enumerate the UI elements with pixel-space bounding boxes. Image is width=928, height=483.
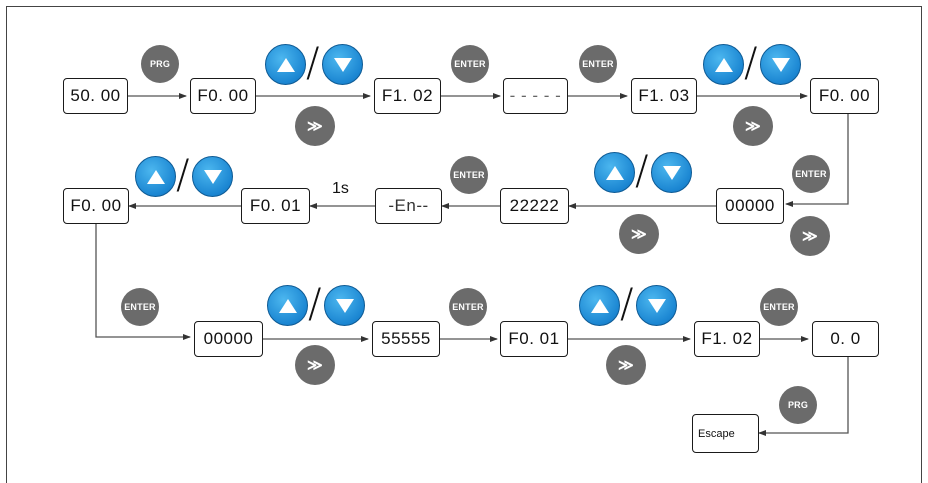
prg-button: PRG — [779, 386, 817, 424]
display-box: F0. 00 — [63, 188, 129, 224]
up-arrow-icon — [276, 57, 295, 72]
shift-button: ≫ — [295, 345, 335, 385]
shift-button: ≫ — [606, 345, 646, 385]
delay-label: 1s — [332, 180, 349, 197]
down-arrow-icon — [335, 298, 354, 313]
up-button — [703, 44, 744, 85]
display-box: F0. 01 — [241, 188, 310, 224]
up-button — [594, 152, 635, 193]
down-arrow-icon — [771, 57, 790, 72]
enter-button: ENTER — [121, 288, 159, 326]
display-box: 00000 — [194, 321, 263, 357]
display-box: F0. 00 — [810, 78, 879, 114]
slash-separator: / — [176, 152, 190, 198]
display-box: 50. 00 — [63, 78, 128, 114]
enter-button: ENTER — [450, 156, 488, 194]
slash-separator: / — [620, 281, 634, 327]
display-box: 22222 — [500, 188, 569, 224]
enter-button: ENTER — [449, 288, 487, 326]
down-button — [636, 285, 677, 326]
down-button — [192, 156, 233, 197]
display-box: 55555 — [372, 321, 440, 357]
diagram-frame — [6, 6, 922, 483]
up-button — [579, 285, 620, 326]
shift-button: ≫ — [295, 106, 335, 146]
enter-button: ENTER — [760, 288, 798, 326]
shift-button: ≫ — [619, 214, 659, 254]
down-button — [324, 285, 365, 326]
slash-separator: / — [744, 40, 758, 86]
up-arrow-icon — [605, 165, 624, 180]
display-box: F1. 03 — [631, 78, 697, 114]
up-arrow-icon — [714, 57, 733, 72]
display-box: -En-- — [375, 188, 442, 224]
slash-separator: / — [635, 148, 649, 194]
display-box: F1. 02 — [694, 321, 760, 357]
slash-separator: / — [306, 40, 320, 86]
shift-button: ≫ — [733, 106, 773, 146]
display-box: 0. 0 — [812, 321, 879, 357]
escape-box: Escape — [692, 414, 759, 453]
down-arrow-icon — [647, 298, 666, 313]
display-box: - - - - - — [503, 78, 568, 114]
enter-button: ENTER — [451, 45, 489, 83]
down-button — [760, 44, 801, 85]
up-arrow-icon — [146, 169, 165, 184]
down-arrow-icon — [333, 57, 352, 72]
up-arrow-icon — [590, 298, 609, 313]
display-box: F0. 01 — [500, 321, 568, 357]
display-box: F1. 02 — [374, 78, 441, 114]
shift-button: ≫ — [790, 216, 830, 256]
up-button — [135, 156, 176, 197]
enter-button: ENTER — [792, 155, 830, 193]
down-arrow-icon — [662, 165, 681, 180]
prg-button: PRG — [141, 45, 179, 83]
down-button — [651, 152, 692, 193]
down-button — [322, 44, 363, 85]
up-button — [267, 285, 308, 326]
enter-button: ENTER — [579, 45, 617, 83]
display-box: F0. 00 — [190, 78, 256, 114]
up-button — [265, 44, 306, 85]
slash-separator: / — [308, 281, 322, 327]
display-box: 00000 — [716, 188, 784, 224]
up-arrow-icon — [278, 298, 297, 313]
down-arrow-icon — [203, 169, 222, 184]
